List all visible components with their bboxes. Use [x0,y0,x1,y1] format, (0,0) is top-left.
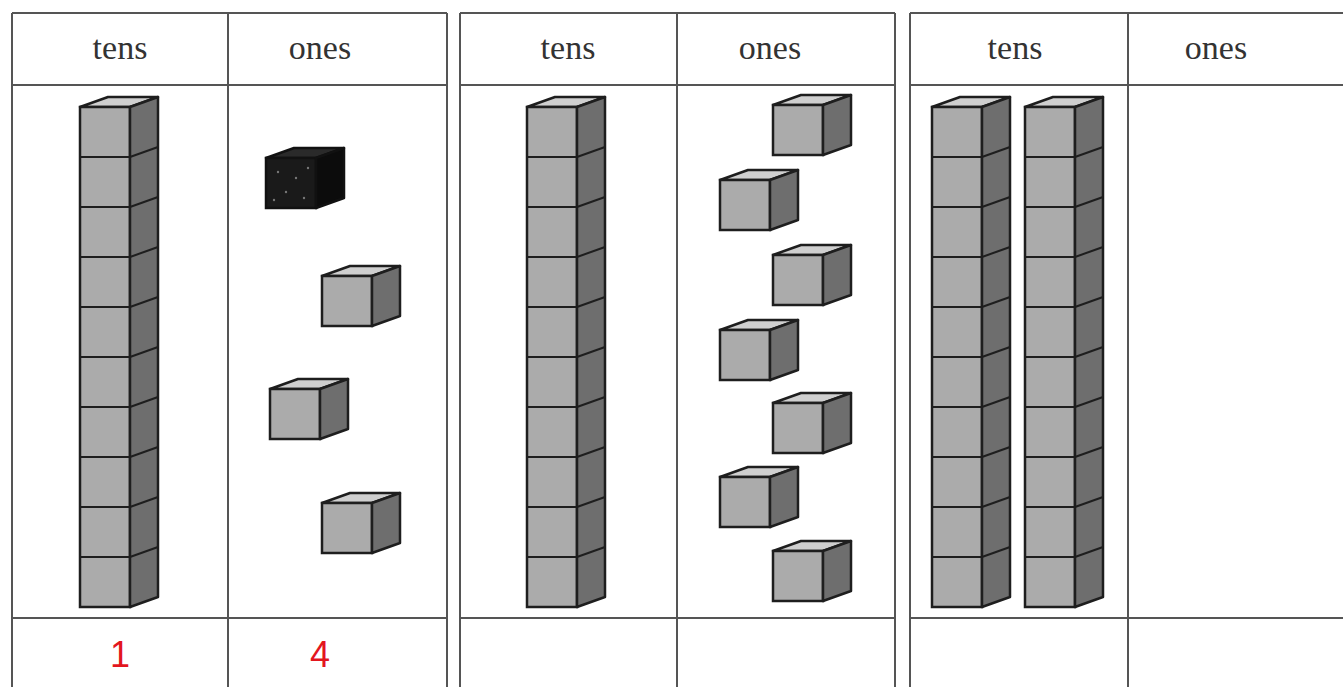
ten-rods [80,97,1103,607]
unit-cubes [266,95,851,601]
column-header: ones [1185,31,1247,65]
column-header: ones [289,31,351,65]
column-header: tens [988,31,1043,65]
column-header: ones [739,31,801,65]
column-header: tens [541,31,596,65]
digit-entry: 1 [110,637,130,673]
column-header: tens [93,31,148,65]
digit-entry: 4 [310,637,330,673]
table-grid [12,13,1343,687]
